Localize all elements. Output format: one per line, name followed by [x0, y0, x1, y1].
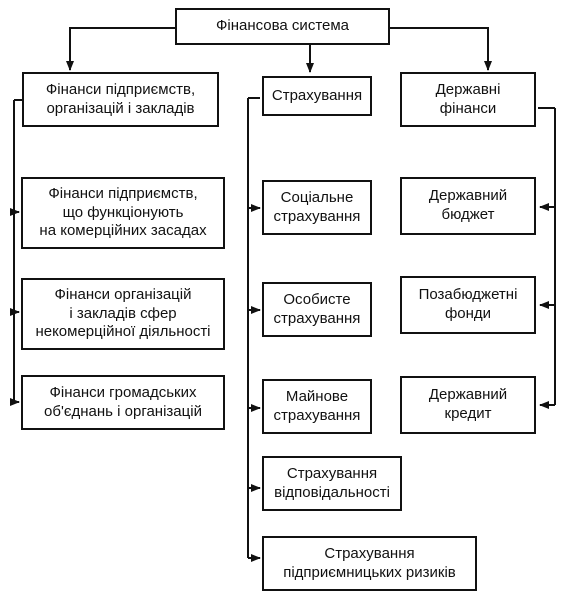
state-item-extrabudgetary-funds: Позабюджетні фонди [400, 276, 536, 334]
enterprise-finance-label: Фінанси підприємств, організацій і закла… [45, 80, 196, 117]
insurance-item-property: Майнове страхування [262, 379, 372, 434]
root-label: Фінансова система [215, 17, 350, 35]
insurance-item-liability: Страхування відповідальності [262, 456, 402, 511]
insurance-item-label: Соціальне страхування [273, 188, 361, 225]
enterprise-finance-box: Фінанси підприємств, організацій і закла… [22, 72, 219, 127]
enterprise-item-noncommercial: Фінанси організацій і закладів сфер неко… [21, 278, 225, 350]
root-box: Фінансова система [175, 8, 390, 45]
insurance-item-business-risks: Страхування підприємницьких ризиків [262, 536, 477, 591]
state-item-budget: Державний бюджет [400, 177, 536, 235]
enterprise-item-label: Фінанси організацій і закладів сфер неко… [35, 285, 211, 341]
insurance-item-label: Страхування відповідальності [274, 464, 390, 501]
state-item-label: Державний бюджет [428, 187, 508, 223]
state-finance-label: Державні фінанси [435, 80, 501, 117]
insurance-item-label: Страхування підприємницьких ризиків [283, 544, 456, 581]
state-item-label: Державний кредит [428, 386, 508, 422]
arrow-root-to-enterprise [66, 27, 175, 71]
insurance-label: Страхування [271, 86, 363, 104]
insurance-box: Страхування [262, 76, 372, 116]
insurance-item-label: Майнове страхування [273, 387, 361, 424]
insurance-item-label: Особисте страхування [273, 290, 361, 327]
enterprise-item-label: Фінанси підприємств, що функціонують на … [39, 184, 207, 240]
enterprise-item-public-associations: Фінанси громадських об'єднань і організа… [21, 375, 225, 430]
state-finance-box: Державні фінанси [400, 72, 536, 127]
enterprise-item-label: Фінанси громадських об'єднань і організа… [44, 383, 202, 420]
arrow-root-to-state [390, 27, 492, 71]
enterprise-item-commercial: Фінанси підприємств, що функціонують на … [21, 177, 225, 249]
insurance-item-social: Соціальне страхування [262, 180, 372, 235]
state-item-label: Позабюджетні фонди [418, 286, 518, 322]
state-item-credit: Державний кредит [400, 376, 536, 434]
insurance-item-personal: Особисте страхування [262, 282, 372, 337]
